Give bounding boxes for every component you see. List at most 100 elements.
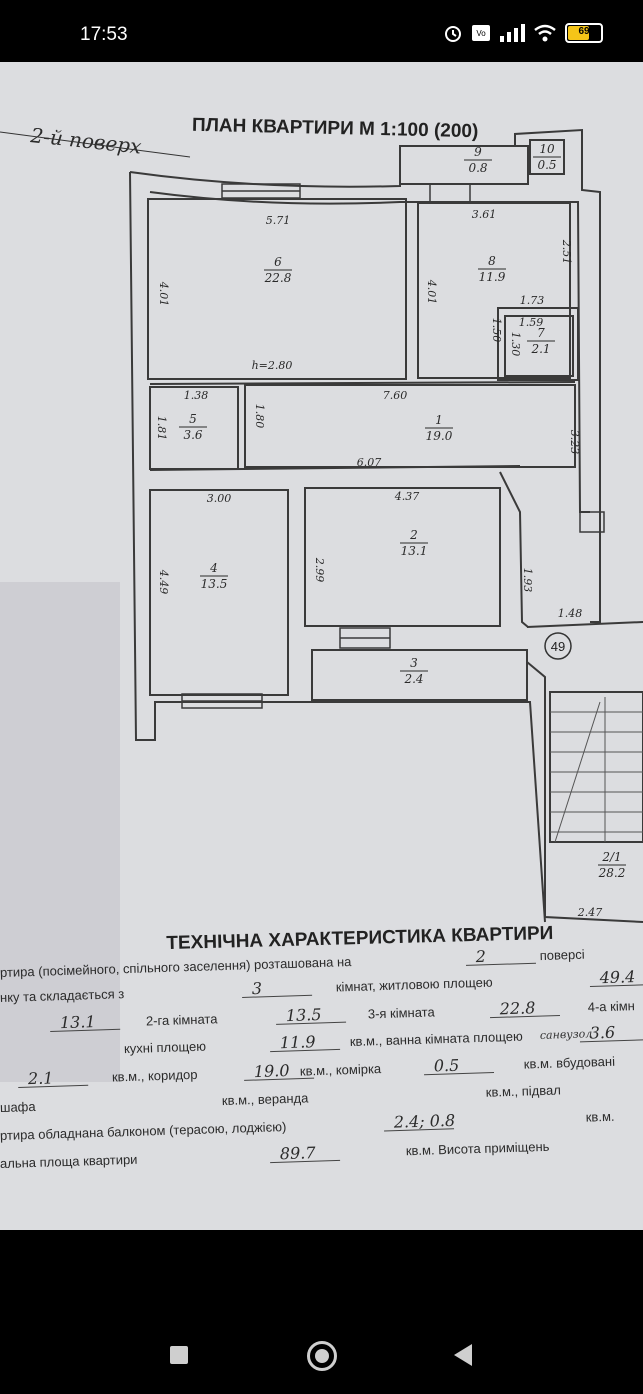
room-number: 9 <box>474 145 482 159</box>
handwritten-value: 13.5 <box>286 1005 322 1025</box>
room-label-7: 72.1 <box>527 326 555 356</box>
room-label-2-1: 2/1 28.2 <box>598 850 626 880</box>
handwritten-value: 2 <box>474 947 486 966</box>
handwritten-value: 3.6 <box>589 1023 615 1043</box>
handwritten-value: 13.1 <box>60 1012 96 1032</box>
stair-marker: 49 <box>551 639 565 654</box>
dimension-label: 1.93 <box>521 568 534 593</box>
form-label: поверсі <box>540 947 585 963</box>
dimension-label: 2.47 <box>577 906 603 919</box>
dimension-label: 1.38 <box>184 389 209 402</box>
handwritten-value: 0.5 <box>433 1056 459 1076</box>
room-label-4: 413.5 <box>200 561 228 591</box>
room-label-3: 32.4 <box>400 656 428 686</box>
dimension-label: 1.48 <box>558 607 583 620</box>
room-label-2: 213.1 <box>400 528 428 558</box>
handwritten-value: 2.4; 0.8 <box>392 1111 455 1132</box>
room-number: 1 <box>435 413 443 427</box>
dimension-label: 4.01 <box>425 279 438 305</box>
room-number: 3 <box>410 656 418 670</box>
room-number: 6 <box>274 255 282 269</box>
dimension-label: 4.49 <box>157 569 170 595</box>
dimension-label: 1.73 <box>520 294 545 307</box>
dimension-label: 3.00 <box>207 492 232 505</box>
characteristics-line: альна площа квартири 89.7 кв.м. Висота при… <box>0 1139 550 1171</box>
status-icons: Vo 69 <box>443 22 603 44</box>
form-label: нку та складається з <box>0 986 124 1005</box>
alarm-icon <box>445 26 461 42</box>
handwritten-value: 11.9 <box>280 1032 316 1052</box>
room-area: 13.5 <box>201 577 228 591</box>
dimension-label: 5.71 <box>266 214 291 227</box>
room-area: 2.1 <box>530 342 550 356</box>
battery-icon: 69 <box>565 23 603 43</box>
room-label-8: 811.9 <box>478 254 506 284</box>
form-label: шафа <box>0 1099 37 1115</box>
dimension-label: 2.99 <box>313 557 326 583</box>
form-label: кв.м. вбудовані <box>524 1054 616 1072</box>
room-number: 5 <box>189 412 197 426</box>
wifi-icon <box>534 24 556 42</box>
handwritten-note: санвузол <box>540 1027 593 1042</box>
floor-plan-drawing: ПЛАН КВАРТИРИ М 1:100 (200) 2-й поверх <box>0 62 643 1230</box>
dimension-label: 3.61 <box>472 208 497 221</box>
status-bar: 17:53 Vo 69 <box>0 0 643 62</box>
dimension-label: 1.50 <box>490 318 503 343</box>
dimension-label: 7.60 <box>383 389 408 402</box>
form-label: кв.м. Висота приміщень <box>406 1139 550 1159</box>
dimension-label: 2.51 <box>560 239 573 265</box>
signal-icon <box>500 24 525 42</box>
dimension-label: 1.80 <box>253 404 266 429</box>
recents-button[interactable] <box>170 1346 188 1364</box>
form-label: 2-га кімната <box>146 1011 219 1028</box>
room-area: 28.2 <box>598 866 626 880</box>
room-area: 0.8 <box>468 161 487 175</box>
room-number: 8 <box>488 254 496 268</box>
svg-text:Vo: Vo <box>476 29 486 38</box>
room-label-9: 90.8 <box>464 145 492 175</box>
handwritten-value: 3 <box>252 979 263 998</box>
characteristics-line: нку та складається з 3 кімнат, житловою пл… <box>0 967 643 1005</box>
room-label-6: 622.8 <box>264 255 292 285</box>
form-label: кв.м. <box>585 1109 614 1125</box>
dimension-label: 6.07 <box>357 456 382 469</box>
dimension-label: 1.30 <box>509 332 522 357</box>
room-area: 22.8 <box>264 271 292 285</box>
room-number: 10 <box>539 142 555 156</box>
room-number: 7 <box>537 326 545 340</box>
back-button[interactable] <box>454 1344 472 1366</box>
handwritten-value: 2.1 <box>27 1068 54 1088</box>
dimension-label: 1.59 <box>519 316 544 329</box>
home-button[interactable] <box>307 1341 337 1371</box>
room-label-1: 119.0 <box>425 413 453 443</box>
handwritten-value: 89.7 <box>280 1143 317 1163</box>
handwritten-value: 22.8 <box>498 998 535 1018</box>
battery-percent: 69 <box>578 26 590 37</box>
form-label: кв.м., комірка <box>300 1061 383 1079</box>
volte-icon: Vo <box>472 25 490 41</box>
clock: 17:53 <box>80 24 128 45</box>
characteristics-line: 13.1 2-га кімната 13.5 3-я кімната 22.8 4-а к… <box>50 998 635 1032</box>
dimension-label: h=2.80 <box>252 359 293 372</box>
room-number: 4 <box>209 561 218 575</box>
handwritten-value: 49.4 <box>598 967 635 987</box>
floor-plan-photo: ПЛАН КВАРТИРИ М 1:100 (200) 2-й поверх <box>0 62 643 1230</box>
form-label: 3-я кімната <box>368 1004 436 1021</box>
form-label: кімнат, житловою площею <box>336 975 493 995</box>
handwritten-value: 19.0 <box>254 1061 290 1081</box>
room-label-10: 100.5 <box>533 142 561 172</box>
dimension-label: 4.01 <box>157 281 170 307</box>
form-label: кв.м., коридор <box>112 1067 198 1085</box>
room-area: 0.5 <box>537 158 556 172</box>
room-number: 2 <box>409 528 418 542</box>
room-number: 2/1 <box>601 850 621 864</box>
form-label: 4-а кімн <box>587 998 635 1014</box>
form-label: кв.м., веранда <box>222 1090 310 1108</box>
form-label: кухні площею <box>124 1039 207 1057</box>
room-area: 2.4 <box>403 672 423 686</box>
room-area: 11.9 <box>479 270 506 284</box>
characteristics-line: 2.1 кв.м., коридор 19.0 кв.м., комірка 0.5 кв… <box>18 1054 616 1088</box>
form-label: альна площа квартири <box>0 1152 138 1171</box>
